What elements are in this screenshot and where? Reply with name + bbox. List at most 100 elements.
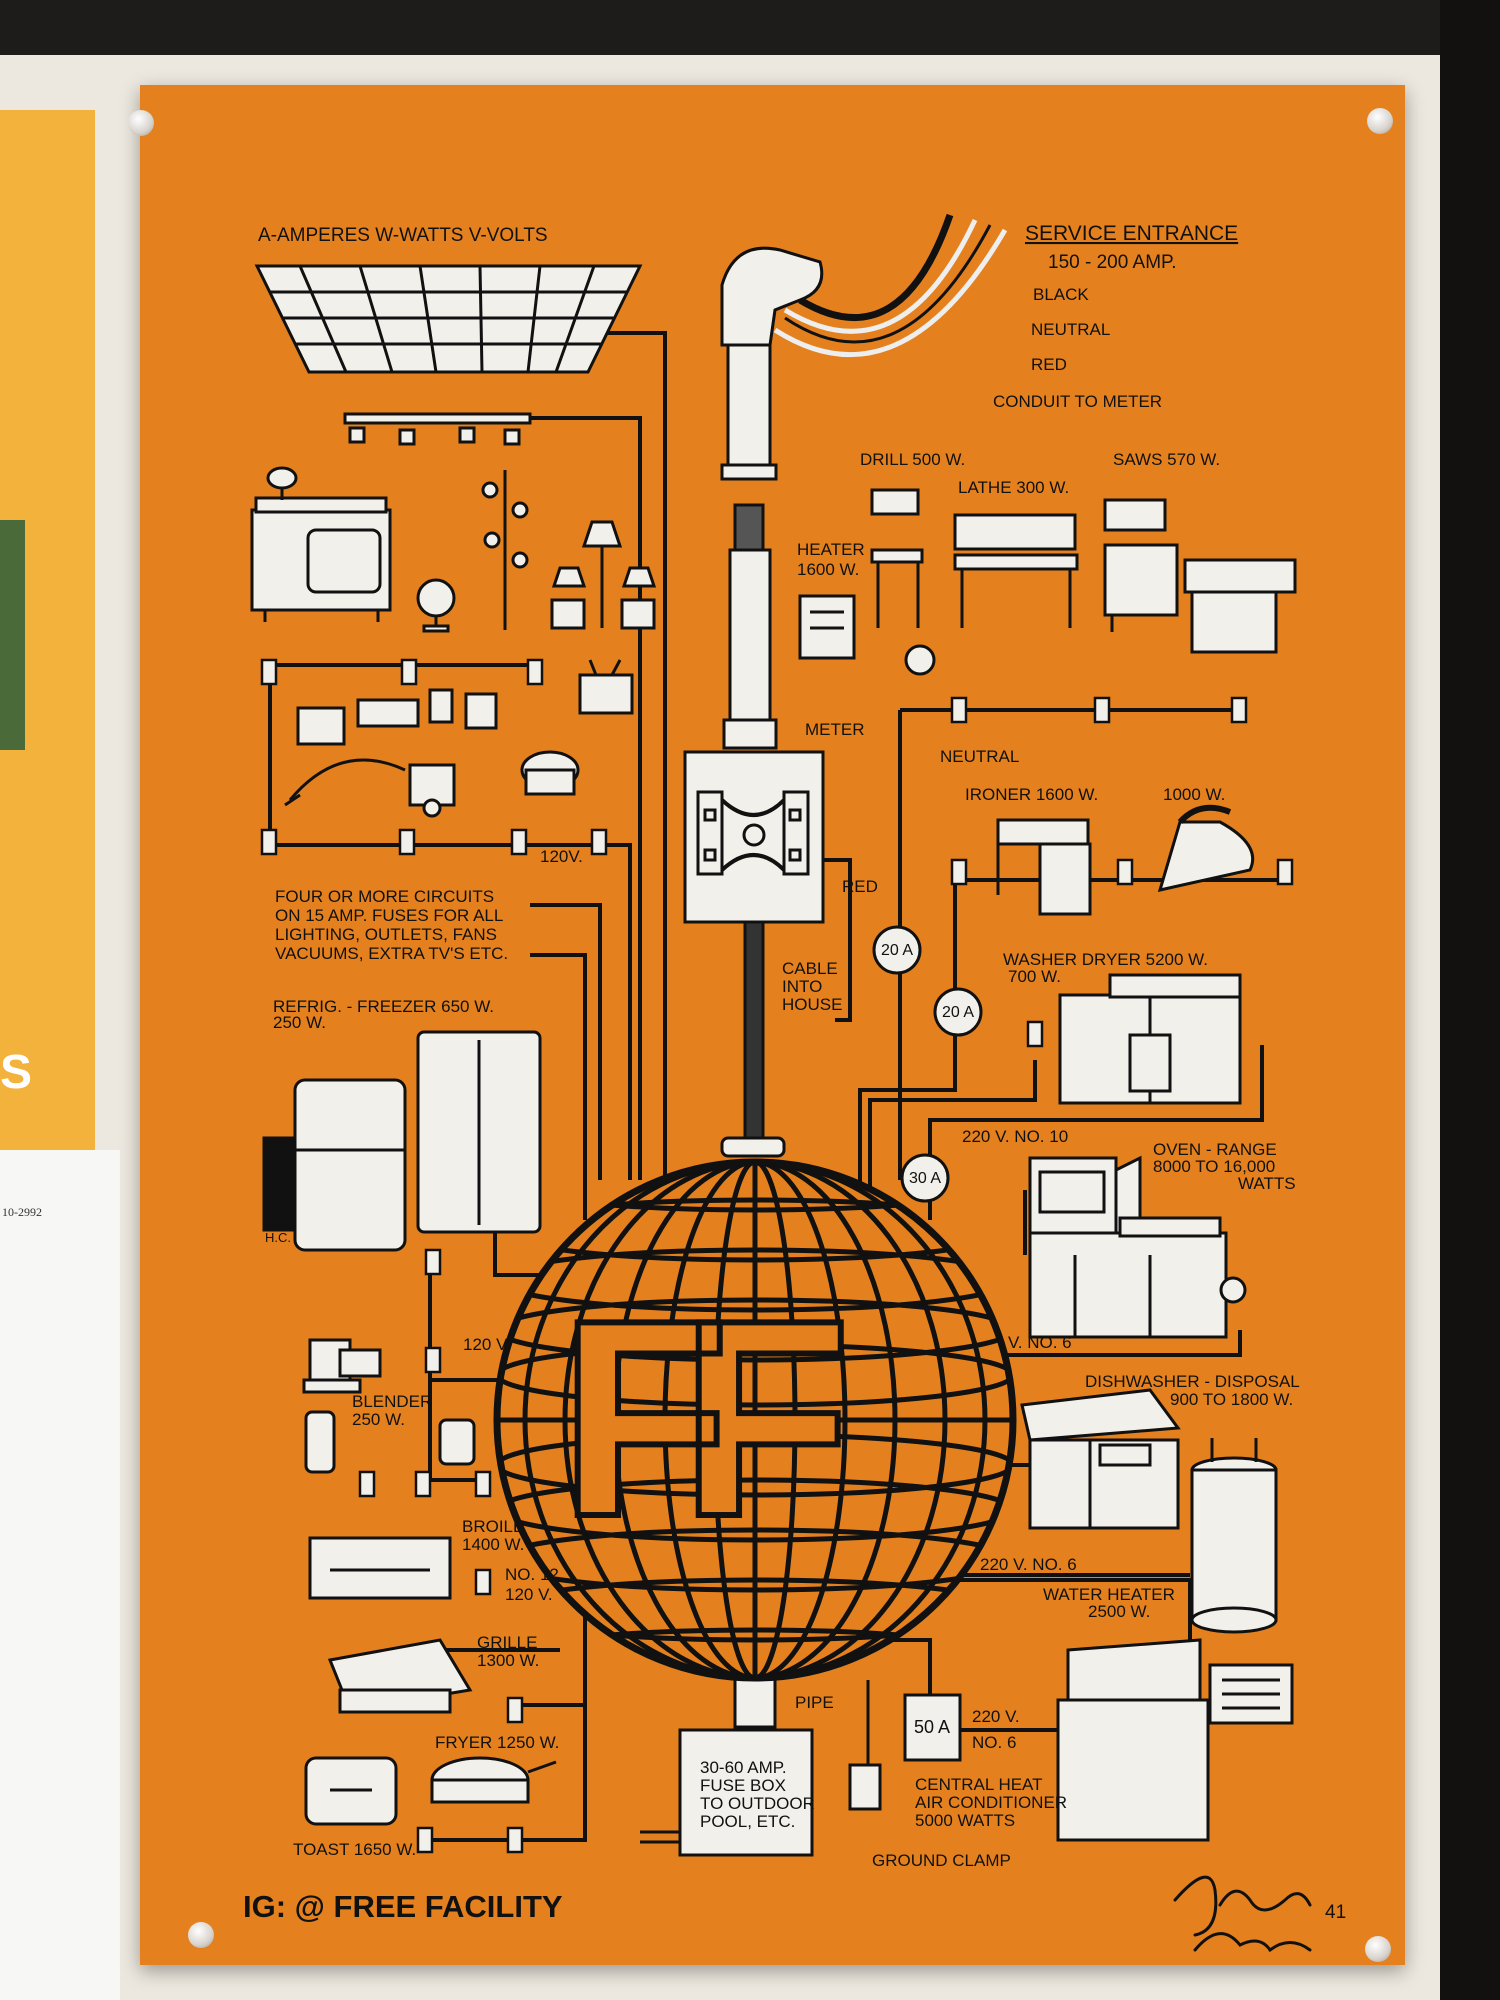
meter-label: METER — [805, 720, 865, 739]
drill-label: DRILL 500 W. — [860, 450, 965, 469]
pipe-label: PIPE — [795, 1693, 834, 1712]
workshop-tools — [798, 488, 1297, 676]
small-appliances — [284, 659, 634, 818]
circuits-line-3: LIGHTING, OUTLETS, FANS — [275, 925, 497, 944]
fridge-label-1: REFRIG. - FREEZER 650 W. — [273, 997, 494, 1016]
frame-top-edge — [0, 0, 1500, 60]
broiler-label-1: BROILE — [462, 1517, 524, 1536]
grille-label-2: 1300 W. — [477, 1651, 539, 1670]
ironer-label: IRONER 1600 W. — [965, 785, 1098, 804]
volts-120-label: 120V. — [540, 847, 583, 866]
neutral-label: NEUTRAL — [940, 747, 1019, 766]
tv-cabinet — [250, 466, 392, 622]
toast-label: TOAST 1650 W. — [293, 1840, 416, 1859]
meter-box — [683, 750, 825, 924]
service-amps: 150 - 200 AMP. — [1048, 252, 1177, 273]
ceiling-light-panel — [254, 264, 643, 374]
weatherhead — [720, 246, 824, 347]
no6-label: V. NO. 6 — [1008, 1333, 1072, 1352]
fridge-freezer — [262, 1030, 542, 1252]
track-light — [343, 412, 532, 446]
fryer-label: FRYER 1250 W. — [435, 1733, 559, 1752]
washer-dryer — [1058, 973, 1242, 1105]
ground-label: GROUND CLAMP — [872, 1851, 1011, 1870]
v220-no10-label: 220 V. NO. 10 — [962, 1127, 1068, 1146]
fuse-label-50a: 50 A — [914, 1717, 950, 1737]
paper-fragment-text: 10-2992 — [2, 1205, 42, 1219]
circuits-line-1: FOUR OR MORE CIRCUITS — [275, 887, 494, 906]
blender-label-1: BLENDER — [352, 1392, 432, 1411]
wire-neutral: NEUTRAL — [1031, 320, 1110, 339]
page-number: 41 — [1325, 1902, 1346, 1923]
fusebox-label-1: 30-60 AMP. — [700, 1758, 787, 1777]
legend-text: A-AMPERES W-WATTS V-VOLTS — [258, 225, 548, 246]
cable-into-house — [720, 920, 786, 1158]
oven-label-2: 8000 TO 16,000 — [1153, 1157, 1275, 1176]
push-pin-bottom-right — [1365, 1936, 1391, 1962]
fusebox-label-2: FUSE BOX — [700, 1776, 786, 1795]
ac-label-3: 5000 WATTS — [915, 1811, 1015, 1830]
fuse-label-20a-2: 20 A — [942, 1004, 974, 1021]
lathe-label: LATHE 300 W. — [958, 478, 1069, 497]
fuse-circles — [872, 925, 983, 1203]
heater-label-2: 1600 W. — [797, 560, 859, 579]
frame-right-edge — [1440, 0, 1500, 2000]
wire-red: RED — [1031, 355, 1067, 374]
conduit-pipe — [720, 343, 778, 750]
flyer-photo — [0, 520, 25, 750]
fan — [416, 578, 456, 633]
iron-label: 1000 W. — [1163, 785, 1225, 804]
water-heater — [1190, 1438, 1278, 1634]
oven-label-3: WATTS — [1238, 1174, 1296, 1193]
push-pin-top-right — [1367, 108, 1393, 134]
ac-label-2: AIR CONDITIONER — [915, 1793, 1067, 1812]
fuse-box — [640, 1728, 814, 1857]
saws-label: SAWS 570 W. — [1113, 450, 1220, 469]
labels-group: A-AMPERES W-WATTS V-VOLTS SERVICE ENTRAN… — [258, 222, 1300, 1870]
oven-label-1: OVEN - RANGE — [1153, 1140, 1277, 1159]
flyer-fragment-text: S — [0, 1046, 33, 1099]
kitchen-appliances — [302, 1338, 557, 1826]
outlets — [260, 658, 1294, 1854]
globe-outline — [493, 1158, 1017, 1682]
broiler-label-2: 1400 W. — [462, 1535, 524, 1554]
ac-no6-label: NO. 6 — [972, 1733, 1016, 1752]
dishwasher-disposal — [1020, 1388, 1181, 1530]
ac-label-1: CENTRAL HEAT — [915, 1775, 1043, 1794]
fuse-label-30a: 30 A — [909, 1170, 941, 1187]
water-label-1: WATER HEATER — [1043, 1585, 1175, 1604]
ground-clamp — [848, 1680, 882, 1811]
cable-label-2: INTO — [782, 977, 822, 996]
v220-no6-label: 220 V. NO. 6 — [980, 1555, 1077, 1574]
circuits-line-2: ON 15 AMP. FUSES FOR ALL — [275, 906, 503, 925]
service-title: SERVICE ENTRANCE — [1025, 222, 1238, 245]
v120-label: 120 V — [463, 1335, 508, 1354]
wire-black: BLACK — [1033, 285, 1089, 304]
push-pin-top-left — [128, 110, 154, 136]
ironer-and-iron — [996, 804, 1255, 916]
circuits-line-4: VACUUMS, EXTRA TV'S ETC. — [275, 944, 508, 963]
grille-label-1: GRILLE — [477, 1633, 537, 1652]
no12-label: NO. 12 — [505, 1565, 559, 1584]
service-wires — [773, 213, 1008, 357]
cable-label-1: CABLE — [782, 959, 838, 978]
heater-label-1: HEATER — [797, 540, 865, 559]
hc-label: H.C. — [265, 1230, 291, 1245]
push-pin-bottom-left — [188, 1922, 214, 1948]
dish-label-2: 900 TO 1800 W. — [1170, 1390, 1293, 1409]
washer-label-1: WASHER DRYER 5200 W. — [1003, 950, 1208, 969]
table-lamps — [550, 520, 657, 630]
water-label-2: 2500 W. — [1088, 1602, 1150, 1621]
logo-ff: FF — [559, 1263, 842, 1575]
fusebox-label-4: POOL, ETC. — [700, 1812, 795, 1831]
fusebox-label-3: TO OUTDOOR — [700, 1794, 815, 1813]
left-paper-sheet — [0, 1150, 120, 2000]
washer-label-2: 700 W. — [1008, 967, 1061, 986]
floor-lamp — [481, 470, 529, 630]
fridge-label-2: 250 W. — [273, 1013, 326, 1032]
oven-range — [1028, 1155, 1247, 1339]
cable-label-3: HOUSE — [782, 995, 842, 1014]
blender-label-2: 250 W. — [352, 1410, 405, 1429]
fuse-label-20a-1: 20 A — [881, 942, 913, 959]
